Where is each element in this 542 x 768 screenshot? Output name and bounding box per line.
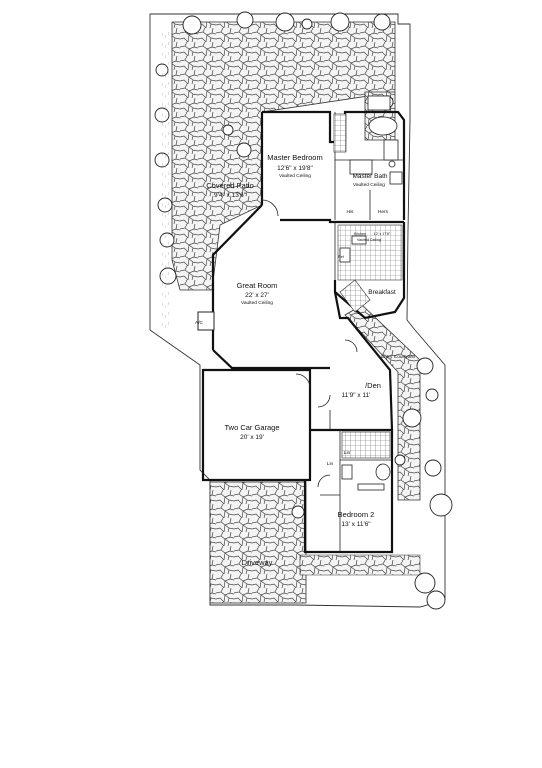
covered-patio-label: Covered Patio: [206, 181, 254, 190]
master-bedroom-size: 12'6" x 19'8": [277, 165, 313, 172]
linen-closet-label: Lin: [344, 450, 351, 456]
covered-patio-size: 9'4" x 13'6": [214, 192, 247, 199]
garage-label: Two Car Garage: [224, 423, 279, 432]
den-label: /Den: [365, 381, 381, 390]
master-bedroom-ceiling: Vaulted Ceiling: [279, 173, 311, 179]
kitchen-ceiling: Vaulted Ceiling: [357, 238, 381, 242]
ref-label: Ref: [338, 255, 344, 259]
master-bath-ceiling: Vaulted Ceiling: [353, 182, 385, 188]
linen-closet-label-2: Lin: [327, 461, 334, 467]
garage-size: 20' x 19': [240, 434, 264, 441]
great-room-ceiling: Vaulted Ceiling: [241, 300, 273, 306]
driveway-label: Driveway: [242, 558, 273, 567]
closet-hers-label: Hers: [378, 209, 389, 215]
breakfast-label: Breakfast: [368, 289, 396, 296]
kitchen-label: Kitchen: [354, 232, 366, 236]
bath-fixtures: [197, 95, 403, 491]
bedroom2-label: Bedroom 2: [338, 510, 375, 519]
den-size: 11'9" x 11': [342, 392, 371, 399]
kitchen-size: 12' x 17'6": [374, 232, 391, 236]
great-room-size: 22' x 27': [245, 292, 269, 299]
master-bath-label: Master Bath: [352, 173, 387, 180]
room-labels: Master Bedroom 12'6" x 19'8" Vaulted Cei…: [195, 153, 415, 567]
master-bedroom-label: Master Bedroom: [267, 153, 322, 162]
ac-label: A/C: [195, 320, 204, 326]
great-room-label: Great Room: [237, 281, 278, 290]
bedroom2-size: 13' x 11'6": [341, 521, 371, 528]
stone-paving: [171, 21, 421, 604]
closet-his-label: His: [347, 209, 355, 215]
entry-courtyard-label: Entry Courtyard: [381, 354, 415, 360]
